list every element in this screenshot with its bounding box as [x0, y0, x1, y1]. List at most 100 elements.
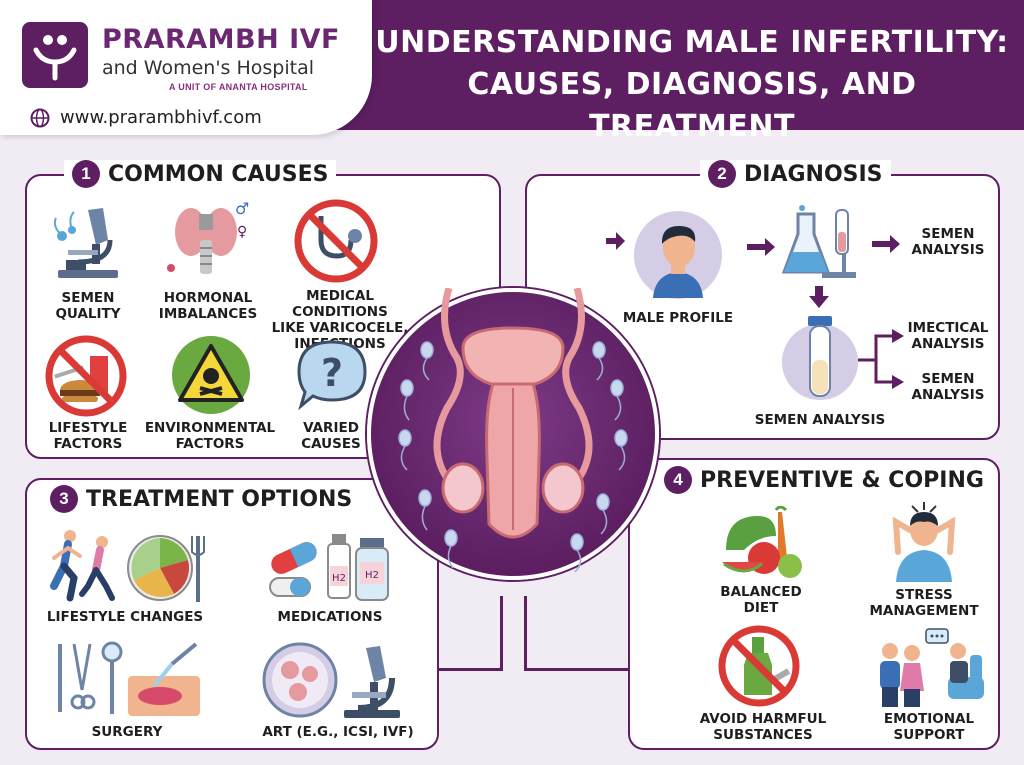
microscope-icon: [53, 208, 118, 278]
label-line: LIKE VARICOCELE,: [271, 320, 409, 336]
label-line: STRESS: [895, 587, 953, 603]
treatment-label: MEDICATIONS: [277, 609, 383, 625]
cause-label: SEMEN QUALITY: [40, 290, 136, 322]
connector-line: [524, 596, 527, 670]
cause-label: VARIED CAUSES: [286, 420, 376, 452]
label-line: SEMEN: [921, 371, 975, 387]
arrow-down-icon: [809, 286, 829, 308]
panel-preventive-coping: [628, 458, 1000, 750]
surgical-tools-icon: [58, 641, 200, 716]
label-line: FACTORS: [53, 436, 123, 452]
website-row[interactable]: www.prarambhivf.com: [30, 107, 262, 128]
thyroid-icon: ♂ ♀: [167, 200, 249, 274]
label-line: ANALYSIS: [911, 242, 985, 258]
diagnosis-output-label: SEMEN ANALYSIS: [904, 371, 992, 403]
label-line: CAUSES: [301, 436, 361, 452]
sample-tube-icon: [782, 316, 858, 400]
label-line: SEMEN: [921, 226, 975, 242]
logo-card: PRARAMBH IVF and Women's Hospital A UNIT…: [0, 0, 372, 135]
treatment-label: SURGERY: [91, 724, 163, 740]
section-title: TREATMENT OPTIONS: [86, 486, 353, 512]
label-line: SUBSTANCES: [713, 727, 813, 743]
vial-text: H2: [332, 573, 346, 584]
brand-name: PRARAMBH IVF: [102, 24, 340, 55]
section-number: 4: [664, 466, 692, 494]
arrow-right-icon: [606, 232, 625, 250]
male-reproductive-anatomy-icon: [398, 288, 628, 573]
section-header-diagnosis: 2 DIAGNOSIS: [700, 160, 891, 188]
label-line: SEMEN: [61, 290, 115, 306]
toxic-warning-icon: [172, 336, 250, 414]
no-bottle-icon: [718, 625, 800, 707]
brand-unit: A UNIT OF ANANTA HOSPITAL: [169, 82, 308, 92]
label-line: ENVIRONMENTAL: [144, 420, 276, 436]
label-line: MEDICAL CONDITIONS: [292, 288, 388, 320]
label-line: AVOID HARMFUL: [699, 711, 827, 727]
svg-text:♂: ♂: [235, 200, 249, 218]
page-title: UNDERSTANDING MALE INFERTILITY: CAUSES, …: [372, 22, 1012, 148]
section-title: COMMON CAUSES: [108, 161, 329, 187]
stethoscope-banned-icon: [294, 199, 378, 283]
label-line: HORMONAL: [163, 290, 253, 306]
svg-text:?: ?: [321, 351, 343, 395]
branch-arrow-icon: [858, 329, 904, 389]
connector-line: [524, 668, 628, 671]
preventive-label: STRESS MANAGEMENT: [860, 587, 988, 619]
website-link[interactable]: www.prarambhivf.com: [60, 107, 262, 128]
svg-text:♀: ♀: [237, 224, 247, 240]
vial-text: H2: [365, 570, 379, 581]
label-line: FACTORS: [175, 436, 245, 452]
preventive-label: BALANCED DIET: [706, 584, 816, 616]
brand-subtitle: and Women's Hospital: [102, 57, 315, 79]
question-bubble-icon: ?: [297, 340, 367, 411]
label-line: ANALYSIS: [911, 387, 985, 403]
counseling-icon: [880, 628, 984, 707]
label-line: LIFESTYLE: [48, 420, 128, 436]
semen-analysis-label: SEMEN ANALYSIS: [754, 412, 886, 428]
healthy-plate-icon: [127, 535, 205, 602]
title-line-2: CAUSES, DIAGNOSIS, AND TREATMENT: [467, 67, 917, 144]
cause-label: ENVIRONMENTAL FACTORS: [144, 420, 276, 452]
section-number: 1: [72, 160, 100, 188]
globe-icon: [30, 108, 50, 127]
brand-logo-icon: [22, 22, 88, 88]
label-line: IMBALANCES: [158, 306, 258, 322]
label-line: IMECTICAL: [907, 320, 989, 336]
label-line: SUPPORT: [893, 727, 965, 743]
label-line: DIET: [743, 600, 779, 616]
runners-icon: [50, 530, 115, 602]
section-header-causes: 1 COMMON CAUSES: [64, 160, 337, 188]
section-header-preventive: 4 PREVENTIVE & COPING: [656, 466, 992, 494]
label-line: BALANCED: [720, 584, 802, 600]
preventive-label: AVOID HARMFUL SUBSTANCES: [688, 711, 838, 743]
treatment-label: LIFESTYLE CHANGES: [46, 609, 204, 625]
diagnosis-output-label: IMECTICAL ANALYSIS: [904, 320, 992, 352]
section-title: PREVENTIVE & COPING: [700, 467, 984, 493]
section-header-treatment: 3 TREATMENT OPTIONS: [42, 485, 361, 513]
title-line-1: UNDERSTANDING MALE INFERTILITY:: [375, 25, 1009, 60]
section-number: 3: [50, 485, 78, 513]
petri-dish-icon: [262, 642, 400, 718]
label-line: ANALYSIS: [911, 336, 985, 352]
label-line: MANAGEMENT: [869, 603, 979, 619]
pills-icon: H2 H2: [269, 534, 389, 601]
stressed-man-icon: [892, 502, 956, 582]
arrow-right-icon: [872, 235, 900, 253]
cause-label: LIFESTYLE FACTORS: [40, 420, 136, 452]
male-profile-icon: [634, 211, 722, 299]
label-line: EMOTIONAL: [883, 711, 975, 727]
arrow-right-icon: [747, 238, 775, 256]
connector-line: [500, 596, 503, 670]
junk-food-banned-icon: [45, 335, 127, 417]
vegetables-icon: [722, 506, 802, 578]
diagnosis-output-label: SEMEN ANALYSIS: [904, 226, 992, 258]
label-line: VARIED: [303, 420, 359, 436]
lab-flask-icon: [782, 205, 856, 278]
preventive-label: EMOTIONAL SUPPORT: [874, 711, 984, 743]
label-line: QUALITY: [55, 306, 121, 322]
cause-label: MEDICAL CONDITIONS LIKE VARICOCELE, INFE…: [256, 288, 424, 352]
connector-line: [439, 668, 503, 671]
section-title: DIAGNOSIS: [744, 161, 883, 187]
section-number: 2: [708, 160, 736, 188]
treatment-label: ART (e.g., ICSI, IVF): [262, 724, 414, 740]
